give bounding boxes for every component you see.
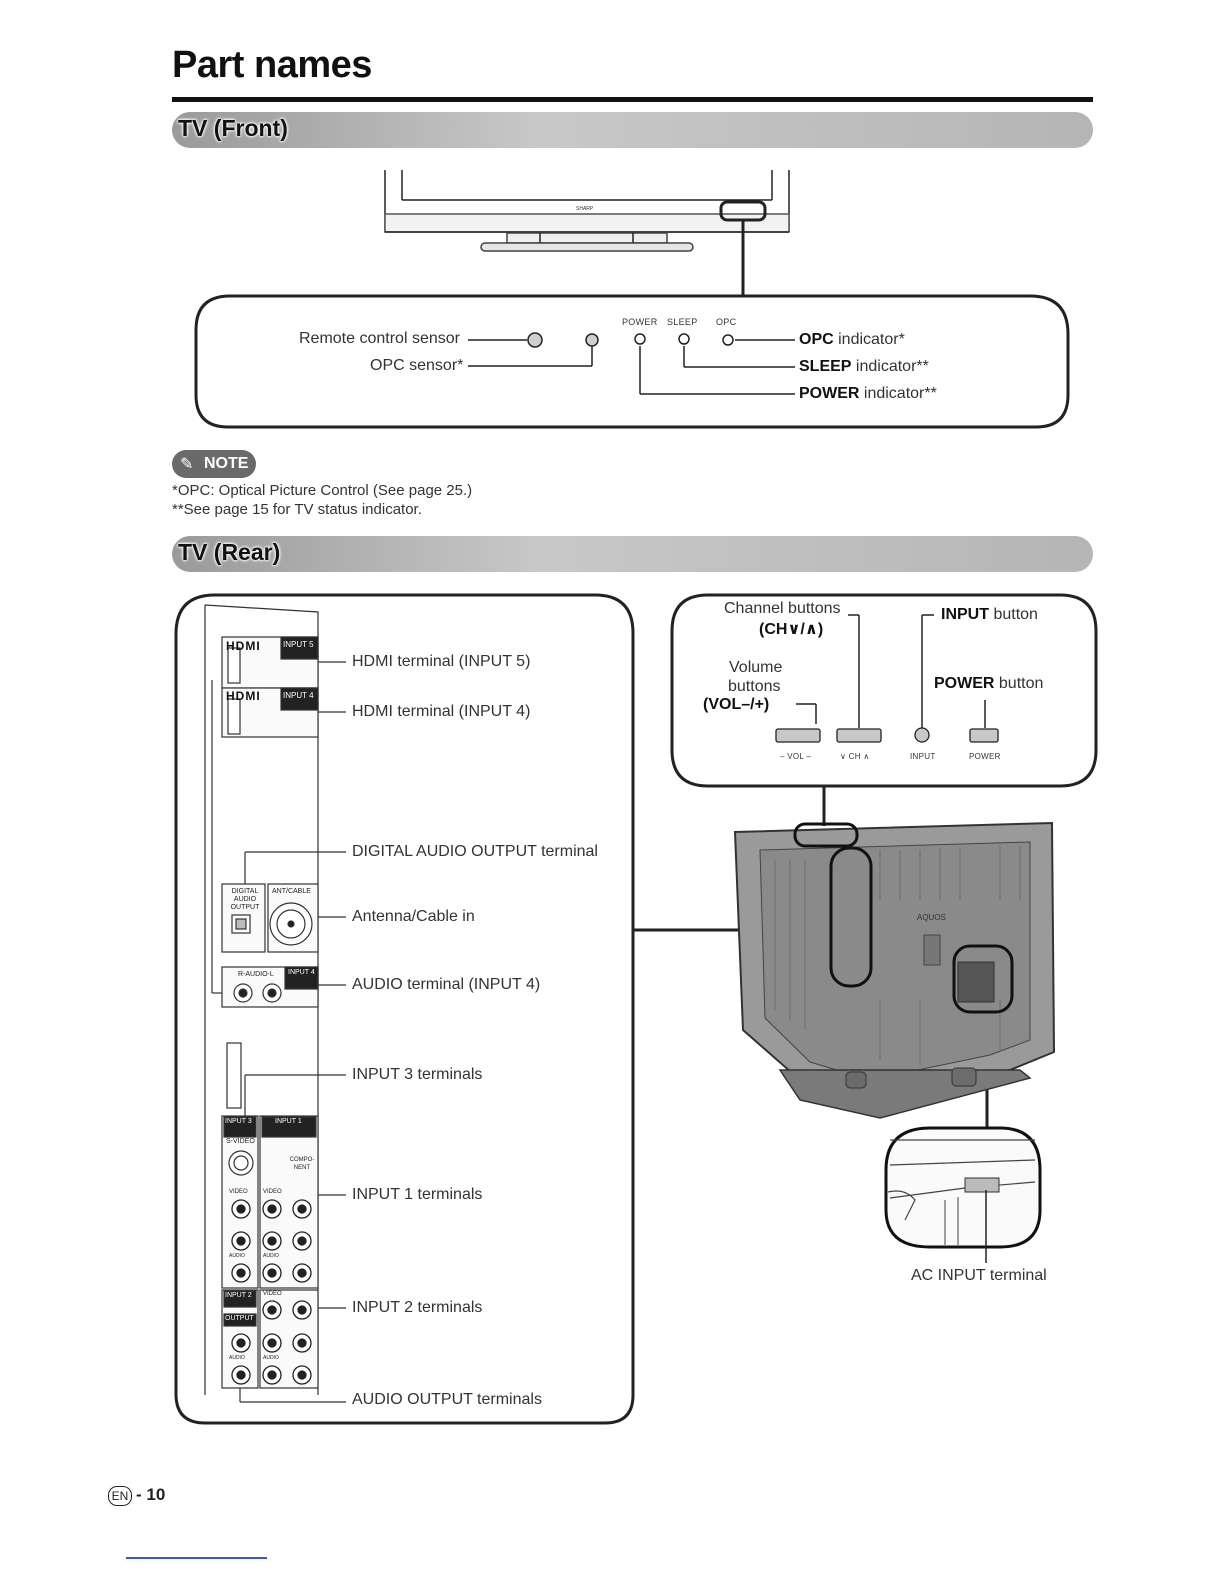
label-volume: Volume [729,659,783,676]
label-opc-sensor: OPC sensor* [370,357,464,374]
panel-input4-audio: INPUT 4 [288,969,315,976]
panel-hdmi-logo-5: HDMI [226,639,261,653]
section-band-front: TV (Front) [172,112,1093,148]
label-volume-vol: (VOL–/+) [703,696,770,713]
label-audio-output-terminals: AUDIO OUTPUT terminals [352,1391,542,1408]
page-title: Part names [172,44,372,86]
page-footer: EN- 10 [108,1485,165,1506]
led-label-opc: OPC [716,317,737,327]
front-callout-frame [194,294,1070,429]
panel-component: COMPO-NENT [289,1157,315,1171]
panel-r-audio-l: R-AUDIO-L [238,971,274,978]
tv-rear-illustration [733,821,1056,1119]
tv-front-illustration [384,170,790,296]
btn-label-input: INPUT [910,752,936,761]
label-power-button: POWER button [934,675,1044,692]
btn-label-vol: – VOL – [780,752,812,761]
panel-output: OUTPUT [225,1315,254,1322]
pencil-icon: ✎ [180,456,194,473]
power-led [634,333,646,345]
label-volume-buttons: buttons [728,678,781,695]
ac-input-callout [884,1126,1042,1263]
panel-audio-3: AUDIO [229,1253,245,1259]
label-channel-buttons: Channel buttons [724,600,841,617]
panel-audio-out: AUDIO [229,1355,245,1361]
label-audio-input4: AUDIO terminal (INPUT 4) [352,976,541,993]
opc-sensor-dot [585,333,599,347]
terminal-panel [204,604,346,1403]
footer-link-underline [126,1557,267,1559]
panel-video-1: VIDEO [263,1189,282,1195]
sharp-logo-text: SHARP [576,206,594,212]
language-badge: EN [108,1486,132,1506]
panel-input2: INPUT 2 [225,1292,252,1299]
label-input3-terminals: INPUT 3 terminals [352,1066,483,1083]
note-badge: ✎ NOTE [172,450,256,478]
panel-input1: INPUT 1 [275,1118,302,1125]
tv-buttons [775,727,999,743]
buttons-callout-frame [670,593,1098,788]
note-line-2: **See page 15 for TV status indicator. [172,501,422,518]
panel-input5: INPUT 5 [283,640,314,649]
panel-video-3: VIDEO [229,1189,248,1195]
section-heading-rear: TV (Rear) [178,539,281,565]
rear-terminals-frame [174,593,635,1425]
panel-audio-2: AUDIO [263,1355,279,1361]
label-remote-control-sensor: Remote control sensor [299,330,460,347]
led-label-power: POWER [622,317,658,327]
panel-svideo: S-VIDEO [226,1138,255,1145]
label-power-indicator: POWER indicator** [799,385,937,402]
page-number: - 10 [136,1485,166,1504]
note-text: *OPC: Optical Picture Control (See page … [172,481,472,519]
label-input1-terminals: INPUT 1 terminals [352,1186,483,1203]
label-digital-audio-output: DIGITAL AUDIO OUTPUT terminal [352,843,598,860]
button-leaders [796,614,986,728]
btn-label-ch: ∨ CH ∧ [840,752,870,761]
label-sleep-indicator: SLEEP indicator** [799,358,929,375]
label-channel-ch: (CH∨/∧) [759,621,824,638]
label-input2-terminals: INPUT 2 terminals [352,1299,483,1316]
panel-input4: INPUT 4 [283,691,314,700]
label-ac-input-terminal: AC INPUT terminal [911,1267,1047,1284]
panel-audio-1: AUDIO [263,1253,279,1259]
label-hdmi-input5: HDMI terminal (INPUT 5) [352,653,531,670]
sleep-led [678,333,690,345]
panel-antcable: ANT/CABLE [272,888,311,895]
label-input-button: INPUT button [941,606,1038,623]
btn-label-power: POWER [969,752,1001,761]
section-band-rear: TV (Rear) [172,536,1093,572]
panel-digital-audio: DIGITAL AUDIO OUTPUT [230,888,260,911]
panel-hdmi-logo-4: HDMI [226,689,261,703]
led-label-sleep: SLEEP [667,317,698,327]
rca-jacks [231,1199,312,1385]
label-antenna-cable: Antenna/Cable in [352,908,475,925]
label-hdmi-input4: HDMI terminal (INPUT 4) [352,703,531,720]
tv-brand-text: AQUOS [917,913,946,922]
opc-led [722,334,734,346]
section-heading-front: TV (Front) [178,115,288,141]
panel-video-2: VIDEO [263,1291,282,1297]
label-opc-indicator: OPC indicator* [799,331,905,348]
remote-sensor-dot [527,332,543,348]
title-rule [172,97,1093,102]
panel-input3: INPUT 3 [225,1118,252,1125]
note-line-1: *OPC: Optical Picture Control (See page … [172,482,473,499]
